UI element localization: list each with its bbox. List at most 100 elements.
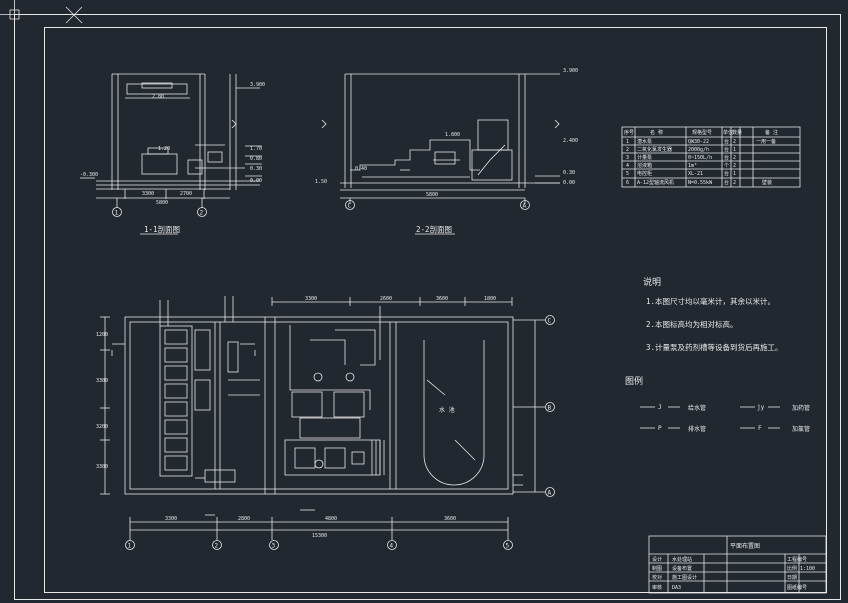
svg-text:6: 6 <box>626 180 629 186</box>
svg-text:电控柜: 电控柜 <box>637 170 652 177</box>
svg-text:2: 2 <box>626 147 629 153</box>
drawing-name: 平面布置图 <box>730 542 760 550</box>
axis-bubble-label: A <box>548 490 552 497</box>
dim-plan-top: 2600 <box>380 296 392 302</box>
dim-plan-total: 15300 <box>312 533 327 539</box>
dim-plan-bottom: 3300 <box>165 516 177 522</box>
dim-plan-top: 3300 <box>305 296 317 302</box>
elev-label: 0.80 <box>250 156 262 162</box>
title-block <box>648 535 827 594</box>
svg-text:A-12型轴流风机: A-12型轴流风机 <box>637 179 674 186</box>
svg-text:台: 台 <box>724 179 729 186</box>
design-notes: 说明 1.本图尺寸均以毫米计，其余以米计。 2.本图标高均为相对标高。 3.计量… <box>643 276 783 352</box>
svg-text:单位: 单位 <box>723 129 733 136</box>
svg-text:设备布置: 设备布置 <box>672 565 692 572</box>
svg-text:名 称: 名 称 <box>650 129 663 136</box>
inner-frame <box>44 27 827 593</box>
svg-text:台: 台 <box>724 138 729 145</box>
svg-text:施工图设计: 施工图设计 <box>672 574 697 581</box>
svg-text:制图: 制图 <box>652 565 662 572</box>
svg-text:个: 个 <box>724 163 729 169</box>
svg-text:XL-21: XL-21 <box>688 171 703 177</box>
legend-label: 排水管 <box>688 425 706 433</box>
dim-plan-left: 3200 <box>96 424 108 430</box>
elev-label: 3.900 <box>250 82 265 88</box>
note-item: 1.本图尺寸均以毫米计，其余以米计。 <box>646 296 775 306</box>
svg-text:比例 1:100: 比例 1:100 <box>787 565 815 572</box>
legend-label: 给水管 <box>688 404 706 412</box>
dim-1-1-total: 5800 <box>156 200 168 206</box>
svg-text:0~150L/h: 0~150L/h <box>688 155 712 161</box>
notes-heading: 说明 <box>643 276 661 288</box>
svg-text:计量泵: 计量泵 <box>637 154 652 161</box>
svg-text:潜水泵: 潜水泵 <box>637 138 652 145</box>
svg-text:一用一备: 一用一备 <box>756 138 776 145</box>
svg-text:1m³: 1m³ <box>688 163 697 169</box>
svg-text:1: 1 <box>626 139 629 145</box>
axis-bubble-label: B <box>548 405 552 412</box>
svg-text:规格型号: 规格型号 <box>692 129 712 136</box>
elev-label: 0.30 <box>250 166 262 172</box>
svg-text:日期: 日期 <box>787 575 797 581</box>
svg-text:工程编号: 工程编号 <box>787 556 807 563</box>
legend-mark: J <box>658 404 662 411</box>
svg-text:2: 2 <box>733 155 736 161</box>
elev-label: 1.50 <box>315 179 327 185</box>
legend-label: 加氯管 <box>792 425 810 433</box>
axis-bubble-label: 5 <box>506 543 510 550</box>
svg-text:序号: 序号 <box>624 129 634 136</box>
equipment-table-text: 序号 名 称 规格型号 单位 数量 备 注 1 潜水泵 QW30-22 台 2 … <box>624 129 778 186</box>
svg-text:N=0.55kW: N=0.55kW <box>688 180 713 186</box>
svg-text:台: 台 <box>724 154 729 161</box>
svg-text:2: 2 <box>733 163 736 169</box>
svg-text:2000g/h: 2000g/h <box>688 147 709 153</box>
section-2-2 <box>321 73 560 235</box>
dim-plan-bottom: 2800 <box>238 516 250 522</box>
axis-bubble-label: 2 <box>200 210 204 217</box>
svg-text:2: 2 <box>733 180 736 186</box>
svg-text:4: 4 <box>626 163 629 169</box>
svg-text:校对: 校对 <box>652 574 662 581</box>
axis-bubble-label: 4 <box>390 543 394 550</box>
dim-plan-left: 3300 <box>96 464 108 470</box>
svg-text:1: 1 <box>733 171 736 177</box>
floor-plan <box>100 296 555 550</box>
pipe-legend: 图例 J 给水管 jy 加药管 P 排水管 F 加氯管 <box>625 375 810 433</box>
elev-label: -0.300 <box>80 172 98 178</box>
axis-bubble-label: 3 <box>272 543 276 550</box>
elev-label: 0.30 <box>563 170 575 176</box>
svg-text:QW30-22: QW30-22 <box>688 139 709 145</box>
axis-bubble-label: A <box>523 203 527 210</box>
svg-text:5: 5 <box>626 171 629 177</box>
axis-bubble-label: C <box>548 318 552 325</box>
axis-bubble-label: 2 <box>215 543 219 550</box>
axis-bubble-label: 1 <box>128 543 132 550</box>
svg-text:审核: 审核 <box>652 584 662 591</box>
legend-heading: 图例 <box>625 375 643 387</box>
dim-plan-bottom: 4800 <box>325 516 337 522</box>
dim-plan-bottom: 3600 <box>444 516 456 522</box>
svg-text:3: 3 <box>626 155 629 161</box>
elev-label: 0.40 <box>355 166 367 172</box>
svg-text:溶液箱: 溶液箱 <box>637 162 652 169</box>
elev-label: 0.00 <box>250 178 262 184</box>
section-1-1-title: 1-1剖面图 <box>144 224 180 234</box>
dim-plan-top: 1800 <box>484 296 496 302</box>
svg-text:水处理站: 水处理站 <box>672 556 692 563</box>
equipment-table <box>621 126 801 188</box>
axis-bubble-label: 1 <box>115 210 119 217</box>
elev-label: 1.800 <box>445 132 460 138</box>
svg-text:二氧化氯发生器: 二氧化氯发生器 <box>637 146 672 153</box>
dim-1-1-b: 2700 <box>180 191 192 197</box>
svg-text:壁装: 壁装 <box>762 179 772 186</box>
legend-label: 加药管 <box>792 404 810 412</box>
svg-text:数量: 数量 <box>732 129 742 136</box>
note-item: 2.本图标高均为相对标高。 <box>646 319 738 329</box>
svg-text:DA3: DA3 <box>672 585 681 591</box>
section-2-2-title: 2-2剖面图 <box>416 224 452 234</box>
elev-label: 3.900 <box>563 68 578 74</box>
elev-label: 0.00 <box>563 180 575 186</box>
elev-label: 1.20 <box>158 146 170 152</box>
pool-label: 水 池 <box>439 406 455 414</box>
